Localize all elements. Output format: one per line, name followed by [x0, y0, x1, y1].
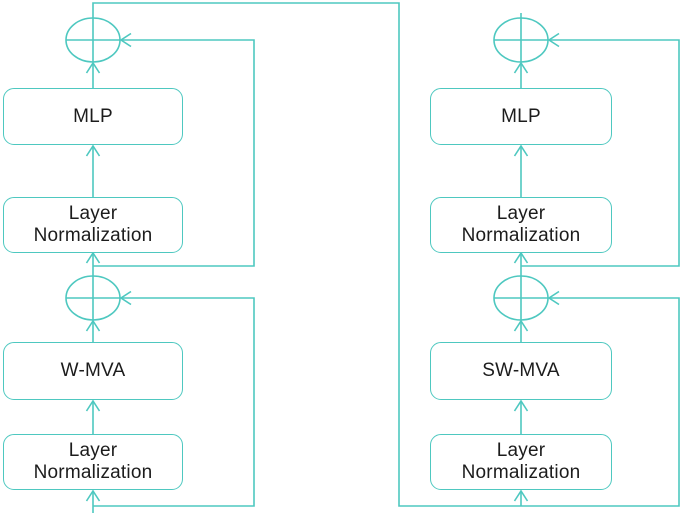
plus-cross: [66, 276, 120, 320]
block-layer-norm-bottom-right: Layer Normalization: [430, 434, 612, 490]
add-node-right-mid: [493, 275, 549, 321]
block-label: Layer Normalization: [461, 203, 581, 246]
block-label: SW-MVA: [482, 360, 560, 381]
add-node-left-top: [65, 17, 121, 63]
block-mlp-left: MLP: [3, 88, 183, 145]
add-node-right-top: [493, 17, 549, 63]
block-label: Layer Normalization: [461, 440, 581, 483]
arrowhead-up-icon: [85, 144, 101, 157]
arrowhead-up-icon: [513, 319, 529, 332]
plus-cross: [66, 18, 120, 62]
arrowhead-up-icon: [513, 251, 529, 264]
block-mlp-right: MLP: [430, 88, 612, 145]
block-label: MLP: [73, 105, 113, 127]
arrowhead-up-icon: [85, 489, 101, 502]
arrowhead-left-icon: [119, 290, 132, 306]
arrowhead-up-icon: [85, 251, 101, 264]
block-label: Layer Normalization: [33, 203, 153, 246]
right-upper-residual-line: [521, 39, 680, 267]
arrowhead-up-icon: [85, 61, 101, 74]
inter-block-connector-line: [92, 2, 680, 507]
block-label: W-MVA: [60, 360, 126, 381]
block-layer-norm-top-right: Layer Normalization: [430, 197, 612, 253]
arrowhead-up-icon: [513, 489, 529, 502]
plus-cross: [494, 18, 548, 62]
block-label: MLP: [501, 105, 541, 127]
arrowhead-up-icon: [85, 399, 101, 412]
block-sw-mva-right: SW-MVA: [430, 342, 612, 400]
plus-cross: [494, 276, 548, 320]
arrowhead-up-icon: [513, 399, 529, 412]
arrowhead-up-icon: [85, 319, 101, 332]
arrowhead-left-icon: [119, 32, 132, 48]
block-w-mva-left: W-MVA: [3, 342, 183, 400]
left-lower-residual-line: [93, 297, 255, 507]
arrowhead-up-icon: [513, 61, 529, 74]
arrowhead-left-icon: [547, 290, 560, 306]
block-layer-norm-bottom-left: Layer Normalization: [3, 434, 183, 490]
add-node-left-mid: [65, 275, 121, 321]
arrowhead-up-icon: [513, 144, 529, 157]
block-layer-norm-top-left: Layer Normalization: [3, 197, 183, 253]
block-label: Layer Normalization: [33, 440, 153, 483]
left-upper-residual-line: [93, 39, 255, 267]
arrowhead-left-icon: [547, 32, 560, 48]
